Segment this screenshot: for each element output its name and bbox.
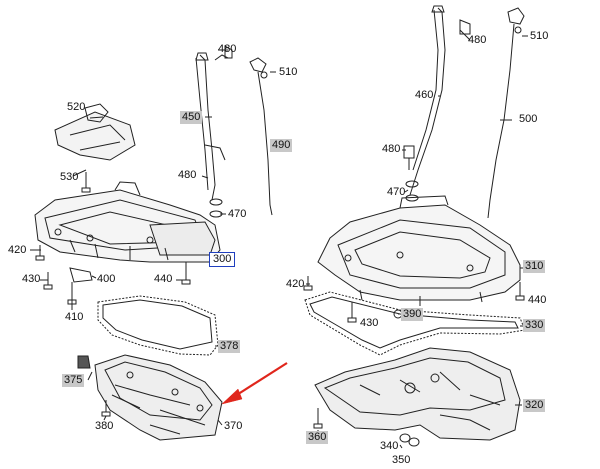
red-arrow — [221, 362, 288, 405]
label-510-left: 510 — [279, 66, 298, 78]
label-320: 320 — [523, 399, 546, 412]
bolt-360 — [313, 408, 323, 429]
lower-oil-pan-left — [94, 354, 223, 441]
oil-filter-housing — [54, 103, 136, 161]
label-300: 300 — [209, 252, 236, 267]
label-500: 500 — [519, 113, 538, 125]
label-430-left: 430 — [22, 273, 41, 285]
gasket-330 — [304, 291, 526, 356]
bolt-430b — [347, 302, 357, 323]
dipstick-right — [487, 7, 525, 219]
label-480-top-right: 480 — [468, 34, 487, 46]
dipstick-left — [249, 57, 273, 216]
label-440-left: 440 — [154, 273, 173, 285]
label-470-right: 470 — [387, 186, 406, 198]
bolt-480a — [224, 45, 233, 59]
label-460: 460 — [415, 89, 434, 101]
label-440-right: 440 — [528, 294, 547, 306]
plug-375 — [77, 355, 91, 369]
upper-oil-pan-left — [34, 181, 221, 263]
label-400: 400 — [97, 273, 116, 285]
seal-340 — [399, 433, 411, 443]
label-420-right: 420 — [286, 278, 305, 290]
dipstick-tube-left — [195, 52, 229, 218]
bolt-480d — [403, 145, 415, 170]
label-378: 378 — [218, 340, 241, 353]
label-375: 375 — [62, 374, 85, 387]
label-350: 350 — [392, 454, 411, 466]
label-390: 390 — [401, 308, 424, 321]
label-450: 450 — [180, 111, 203, 124]
lower-oil-pan-right — [314, 347, 521, 441]
label-430-right: 430 — [360, 317, 379, 329]
label-480-mid-left: 480 — [178, 169, 197, 181]
label-310: 310 — [523, 260, 546, 273]
label-490: 490 — [270, 139, 293, 152]
label-330: 330 — [523, 319, 546, 332]
label-510-right: 510 — [530, 30, 549, 42]
bolts-left — [35, 172, 191, 305]
label-410: 410 — [65, 311, 84, 323]
dipstick-tube-right — [405, 5, 471, 202]
label-470-left: 470 — [228, 208, 247, 220]
label-380: 380 — [95, 420, 114, 432]
bolt-380 — [101, 400, 111, 417]
label-420-left: 420 — [8, 244, 27, 256]
upper-oil-pan-right — [317, 195, 521, 306]
label-360: 360 — [306, 431, 329, 444]
label-340: 340 — [380, 440, 399, 452]
label-480-top-left: 480 — [218, 43, 237, 55]
bolt-440b — [515, 282, 525, 301]
label-370: 370 — [224, 420, 243, 432]
label-530: 530 — [60, 171, 79, 183]
gasket-378 — [97, 295, 219, 356]
label-520: 520 — [67, 101, 86, 113]
label-480-mid-right: 480 — [382, 143, 401, 155]
